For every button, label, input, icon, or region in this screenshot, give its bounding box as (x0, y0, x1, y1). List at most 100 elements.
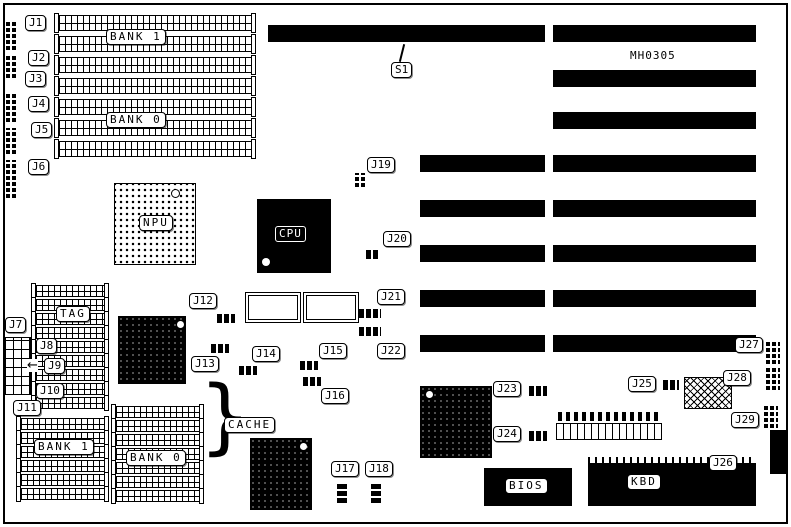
jumper-label-j29: J29 (731, 412, 759, 428)
bank0-bottom-label: BANK 0 (126, 450, 186, 466)
cache-ram-socket (111, 474, 204, 490)
simm-socket (54, 76, 256, 96)
jumper-label-j25: J25 (628, 376, 656, 392)
j20-connector (366, 250, 380, 259)
j22-connector (359, 327, 381, 336)
j21-connector (359, 309, 381, 318)
npu-pin1-dot (171, 189, 180, 198)
tag-ram-socket (31, 367, 109, 383)
sram-socket (303, 292, 359, 323)
chip-pin1-dot (300, 443, 307, 450)
part-number: MH0305 (630, 49, 676, 62)
j14-connector (239, 366, 257, 375)
cache-brace: } (199, 376, 251, 458)
expansion-slot (553, 112, 756, 129)
cache-ram-socket (16, 458, 109, 474)
cache-ram-socket (16, 416, 109, 432)
board-outline (3, 3, 788, 524)
jumper-label-j11: J11 (13, 400, 41, 416)
jumper-label-j1: J1 (25, 15, 47, 31)
j17-connector (337, 483, 347, 503)
cache-controller-chip (118, 316, 186, 384)
j18-connector (371, 483, 381, 503)
jumper-label-j19: J19 (367, 157, 395, 173)
j12-connector (217, 314, 235, 323)
jumper-label-j12: J12 (189, 293, 217, 309)
j26-connector (715, 477, 725, 493)
j13-connector (211, 344, 229, 353)
jumper-label-j27: J27 (735, 337, 763, 353)
j23-connector (529, 386, 547, 396)
jumper-label-j2: J2 (28, 50, 50, 66)
j19-connector (355, 173, 367, 187)
j28-connector (766, 366, 780, 390)
jumper-label-j4: J4 (28, 96, 50, 112)
expansion-slot-extension (420, 245, 545, 262)
jumper-label-j7: J7 (5, 317, 27, 333)
kbd-label: KBD (627, 474, 661, 490)
bank0-top-label: BANK 0 (106, 112, 166, 128)
tag-label: TAG (56, 306, 90, 322)
expansion-slot (553, 25, 756, 42)
j24-connector (529, 431, 547, 441)
chipset-chip (250, 438, 312, 510)
jumper-label-j17: J17 (331, 461, 359, 477)
jumper-label-j3: J3 (25, 71, 47, 87)
edge-connector (770, 430, 787, 474)
jumper-label-j28: J28 (723, 370, 751, 386)
expansion-slot (553, 245, 756, 262)
j25-connector (663, 380, 679, 390)
cpu-pin1-dot (262, 258, 270, 266)
sram-socket (245, 292, 301, 323)
j6-connector (6, 160, 18, 198)
cache-ram-socket (16, 486, 109, 502)
tag-ram-socket (31, 325, 109, 341)
expansion-slot (553, 290, 756, 307)
jumper-label-j18: J18 (365, 461, 393, 477)
tag-ram-socket (31, 283, 109, 299)
j29-connector (764, 404, 778, 428)
expansion-slot (553, 70, 756, 87)
jumper-label-j22: J22 (377, 343, 405, 359)
jumper-label-j9: J9 (44, 358, 66, 374)
npu-label: NPU (139, 215, 173, 231)
jumper-label-j8: J8 (36, 338, 58, 354)
jumper-label-j13: J13 (191, 356, 219, 372)
j27-connector (766, 342, 780, 364)
jumper-label-j10: J10 (36, 383, 64, 399)
io-controller-chip (420, 386, 492, 458)
cache-ram-socket (16, 472, 109, 488)
expansion-slot (553, 200, 756, 217)
jumper-label-j21: J21 (377, 289, 405, 305)
jumper-label-j20: J20 (383, 231, 411, 247)
expansion-slot-extension (420, 335, 545, 352)
kbd-pins (588, 457, 756, 463)
expansion-slot (268, 25, 545, 42)
jumper-label-j15: J15 (319, 343, 347, 359)
expansion-slot-extension (420, 290, 545, 307)
j1-connector (6, 20, 18, 50)
bios-label: BIOS (505, 478, 548, 494)
bank1-top-label: BANK 1 (106, 29, 166, 45)
tag-ram-socket (31, 381, 109, 397)
expansion-slot-extension (420, 200, 545, 217)
expansion-slot (553, 335, 756, 352)
cache-ram-socket (111, 418, 204, 434)
j4-connector (6, 92, 18, 122)
j9-arrow-icon: ← (27, 358, 38, 373)
j2-connector (6, 54, 18, 78)
tag-ram-socket (31, 339, 109, 355)
cache-ram-socket (111, 488, 204, 504)
jumper-label-j5: J5 (31, 122, 53, 138)
cpu-label: CPU (275, 226, 306, 242)
simm-socket (54, 139, 256, 159)
jumper-label-j26: J26 (709, 455, 737, 471)
j5-connector (6, 128, 18, 154)
j16-connector (303, 377, 321, 386)
s1-label: S1 (391, 62, 413, 78)
chip-pin1-dot (177, 321, 184, 328)
jumper-label-j23: J23 (493, 381, 521, 397)
header-pins (558, 412, 658, 421)
j15-connector (300, 361, 318, 370)
